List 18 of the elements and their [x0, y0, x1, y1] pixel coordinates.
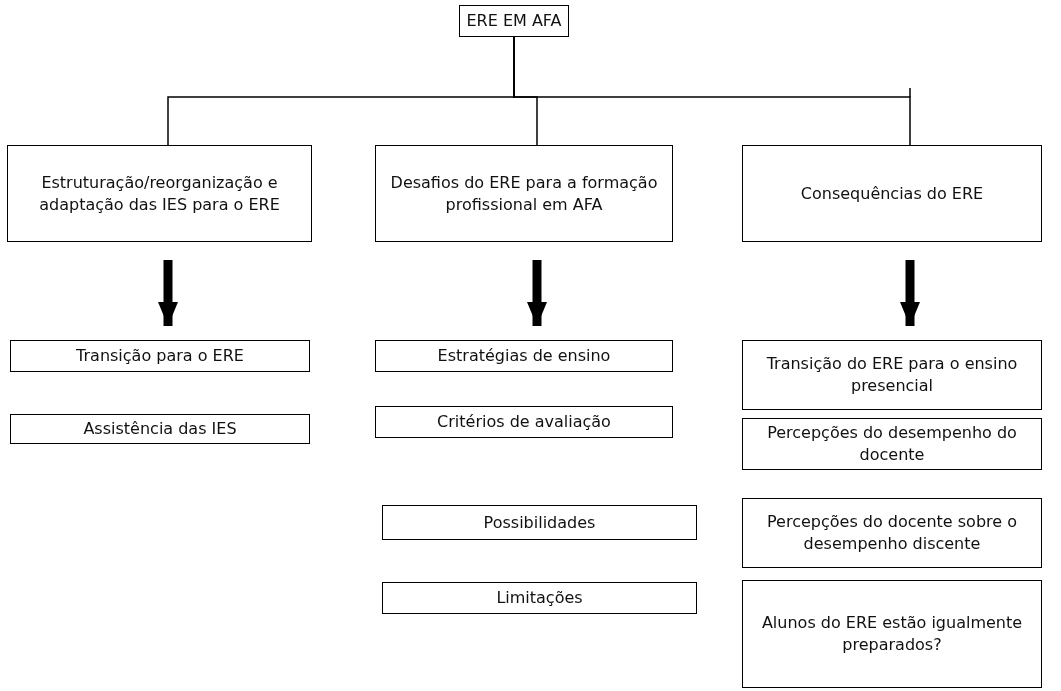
topic-box: Limitações [382, 582, 697, 614]
topic-box: Transição do ERE para o ensino presencial [742, 340, 1042, 410]
topic-box: Percepções do desempenho do docente [742, 418, 1042, 470]
category-box: Desafios do ERE para a formação profissional em AFA [375, 145, 673, 242]
topic-box: Estratégias de ensino [375, 340, 673, 372]
topic-box: Assistência das IES [10, 414, 310, 444]
topic-box: Possibilidades [382, 505, 697, 540]
category-box: Estruturação/reorganização e adaptação das IES para o ERE [7, 145, 312, 242]
root-box: ERE EM AFA [459, 5, 569, 37]
topic-box: Percepções do docente sobre o desempenho discente [742, 498, 1042, 568]
thick-arrow [900, 260, 920, 326]
tree-connector [513, 36, 911, 146]
topic-box: Critérios de avaliação [375, 406, 673, 438]
thick-arrow [158, 260, 178, 326]
category-box: Consequências do ERE [742, 145, 1042, 242]
topic-box: Transição para o ERE [10, 340, 310, 372]
thick-arrow [527, 260, 547, 326]
topic-box: Alunos do ERE estão igualmente preparados? [742, 580, 1042, 688]
